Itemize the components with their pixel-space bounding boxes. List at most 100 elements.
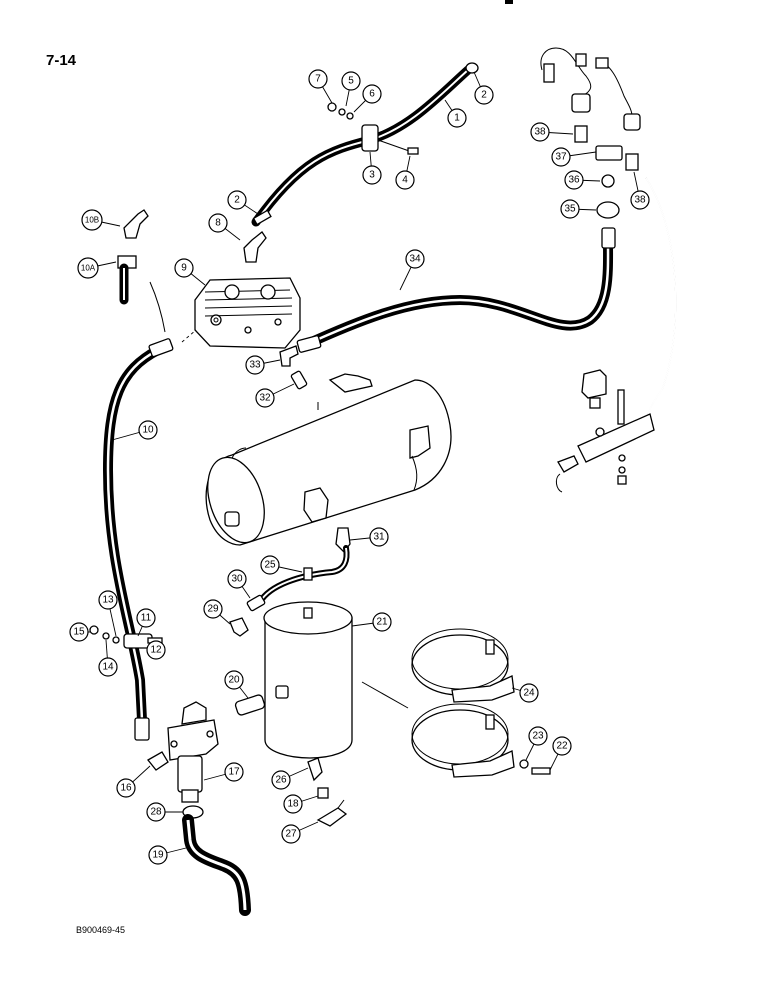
- callout-text: 22: [556, 741, 568, 752]
- callout-text: 10A: [81, 264, 96, 273]
- callout-33: 33: [245, 355, 265, 375]
- fitting-27: [317, 787, 329, 799]
- callout-3: 3: [362, 165, 382, 185]
- callout-text: 18: [287, 799, 299, 810]
- callout-text: 21: [376, 617, 388, 628]
- bolt-4: [407, 147, 419, 155]
- callout-text: 38: [534, 127, 546, 138]
- callout-text: 26: [275, 775, 287, 786]
- elbow-16: [147, 751, 169, 771]
- callout-37: 37: [551, 147, 571, 167]
- air-tank-vertical-21: [263, 601, 409, 759]
- heading-fragment: [505, 0, 513, 4]
- callout-text: 31: [373, 532, 385, 543]
- callout-1: 1: [447, 108, 467, 128]
- tank-clamp-bands-24: [411, 628, 515, 778]
- callout-text: 15: [73, 627, 85, 638]
- callout-text: 5: [348, 76, 354, 87]
- callout-text: 9: [181, 263, 187, 274]
- nut-7: [327, 102, 337, 112]
- callout-6: 6: [362, 84, 382, 104]
- callout-text: 13: [102, 595, 114, 606]
- hose-10-top-fitting: [148, 338, 174, 358]
- hose-34-fitting-right: [601, 227, 616, 249]
- callout-31: 31: [369, 527, 389, 547]
- callout-text: 23: [532, 731, 544, 742]
- callout-8: 8: [208, 213, 228, 233]
- pressure-sender-block: [555, 369, 655, 493]
- callout-10b: 10B: [81, 209, 103, 231]
- callout-32: 32: [255, 388, 275, 408]
- bolt-22: [531, 767, 551, 775]
- callout-text: 27: [285, 829, 297, 840]
- callout-38: 38: [530, 122, 550, 142]
- fitting-38-right: [625, 153, 639, 171]
- callout-text: 29: [207, 604, 219, 615]
- fitting-2-lower: [252, 209, 272, 226]
- washer-13: [112, 636, 120, 644]
- callout-text: 36: [568, 175, 580, 186]
- washer-5: [338, 108, 346, 116]
- callout-16: 16: [116, 778, 136, 798]
- callout-text: 35: [564, 204, 576, 215]
- callout-text: 10B: [85, 216, 99, 225]
- hose-fitting-2-top: [465, 62, 479, 74]
- callout-13: 13: [98, 590, 118, 610]
- callout-38: 38: [630, 190, 650, 210]
- callout-text: 34: [409, 254, 421, 265]
- callout-text: 12: [150, 645, 162, 656]
- fitting-32: [290, 370, 308, 390]
- hose-10-bottom-fitting: [134, 717, 150, 741]
- callout-text: 32: [259, 393, 271, 404]
- nut-36: [601, 174, 615, 188]
- callout-2: 2: [474, 85, 494, 105]
- clamp-3: [361, 124, 379, 152]
- compressor-head-9: [194, 277, 301, 349]
- callout-28: 28: [146, 802, 166, 822]
- callout-20: 20: [224, 670, 244, 690]
- callout-4: 4: [395, 170, 415, 190]
- callout-12: 12: [146, 640, 166, 660]
- callout-23: 23: [528, 726, 548, 746]
- callout-text: 2: [234, 195, 240, 206]
- callout-text: 6: [369, 89, 375, 100]
- elbow-29: [229, 617, 249, 637]
- callout-2: 2: [227, 190, 247, 210]
- callout-text: 24: [523, 688, 535, 699]
- callout-5: 5: [341, 71, 361, 91]
- callout-36: 36: [564, 170, 584, 190]
- callout-text: 17: [228, 767, 240, 778]
- fitting-25: [303, 567, 313, 581]
- fitting-38-left: [574, 125, 588, 143]
- callout-11: 11: [136, 608, 156, 628]
- callout-34: 34: [405, 249, 425, 269]
- callout-text: 38: [634, 195, 646, 206]
- callout-text: 8: [215, 218, 221, 229]
- washer-23: [519, 759, 529, 769]
- bulkhead-35: [596, 201, 620, 219]
- callout-text: 3: [369, 170, 375, 181]
- nut-15: [89, 625, 99, 635]
- callout-26: 26: [271, 770, 291, 790]
- callout-17: 17: [224, 762, 244, 782]
- callout-14: 14: [98, 657, 118, 677]
- callout-10: 10: [138, 420, 158, 440]
- fitting-26: [307, 757, 323, 782]
- callout-text: 14: [102, 662, 114, 673]
- callout-22: 22: [552, 736, 572, 756]
- callout-29: 29: [203, 599, 223, 619]
- fitting-20: [234, 694, 266, 716]
- callout-18: 18: [283, 794, 303, 814]
- figure-code: B900469-45: [76, 925, 126, 935]
- page-number: 7-14: [46, 52, 77, 69]
- washer-6: [346, 112, 354, 120]
- callout-text: 10: [142, 425, 154, 436]
- air-tank-horizontal: [205, 373, 452, 546]
- callout-text: 1: [454, 113, 460, 124]
- callout-35: 35: [560, 199, 580, 219]
- callout-21: 21: [372, 612, 392, 632]
- callout-text: 28: [150, 807, 162, 818]
